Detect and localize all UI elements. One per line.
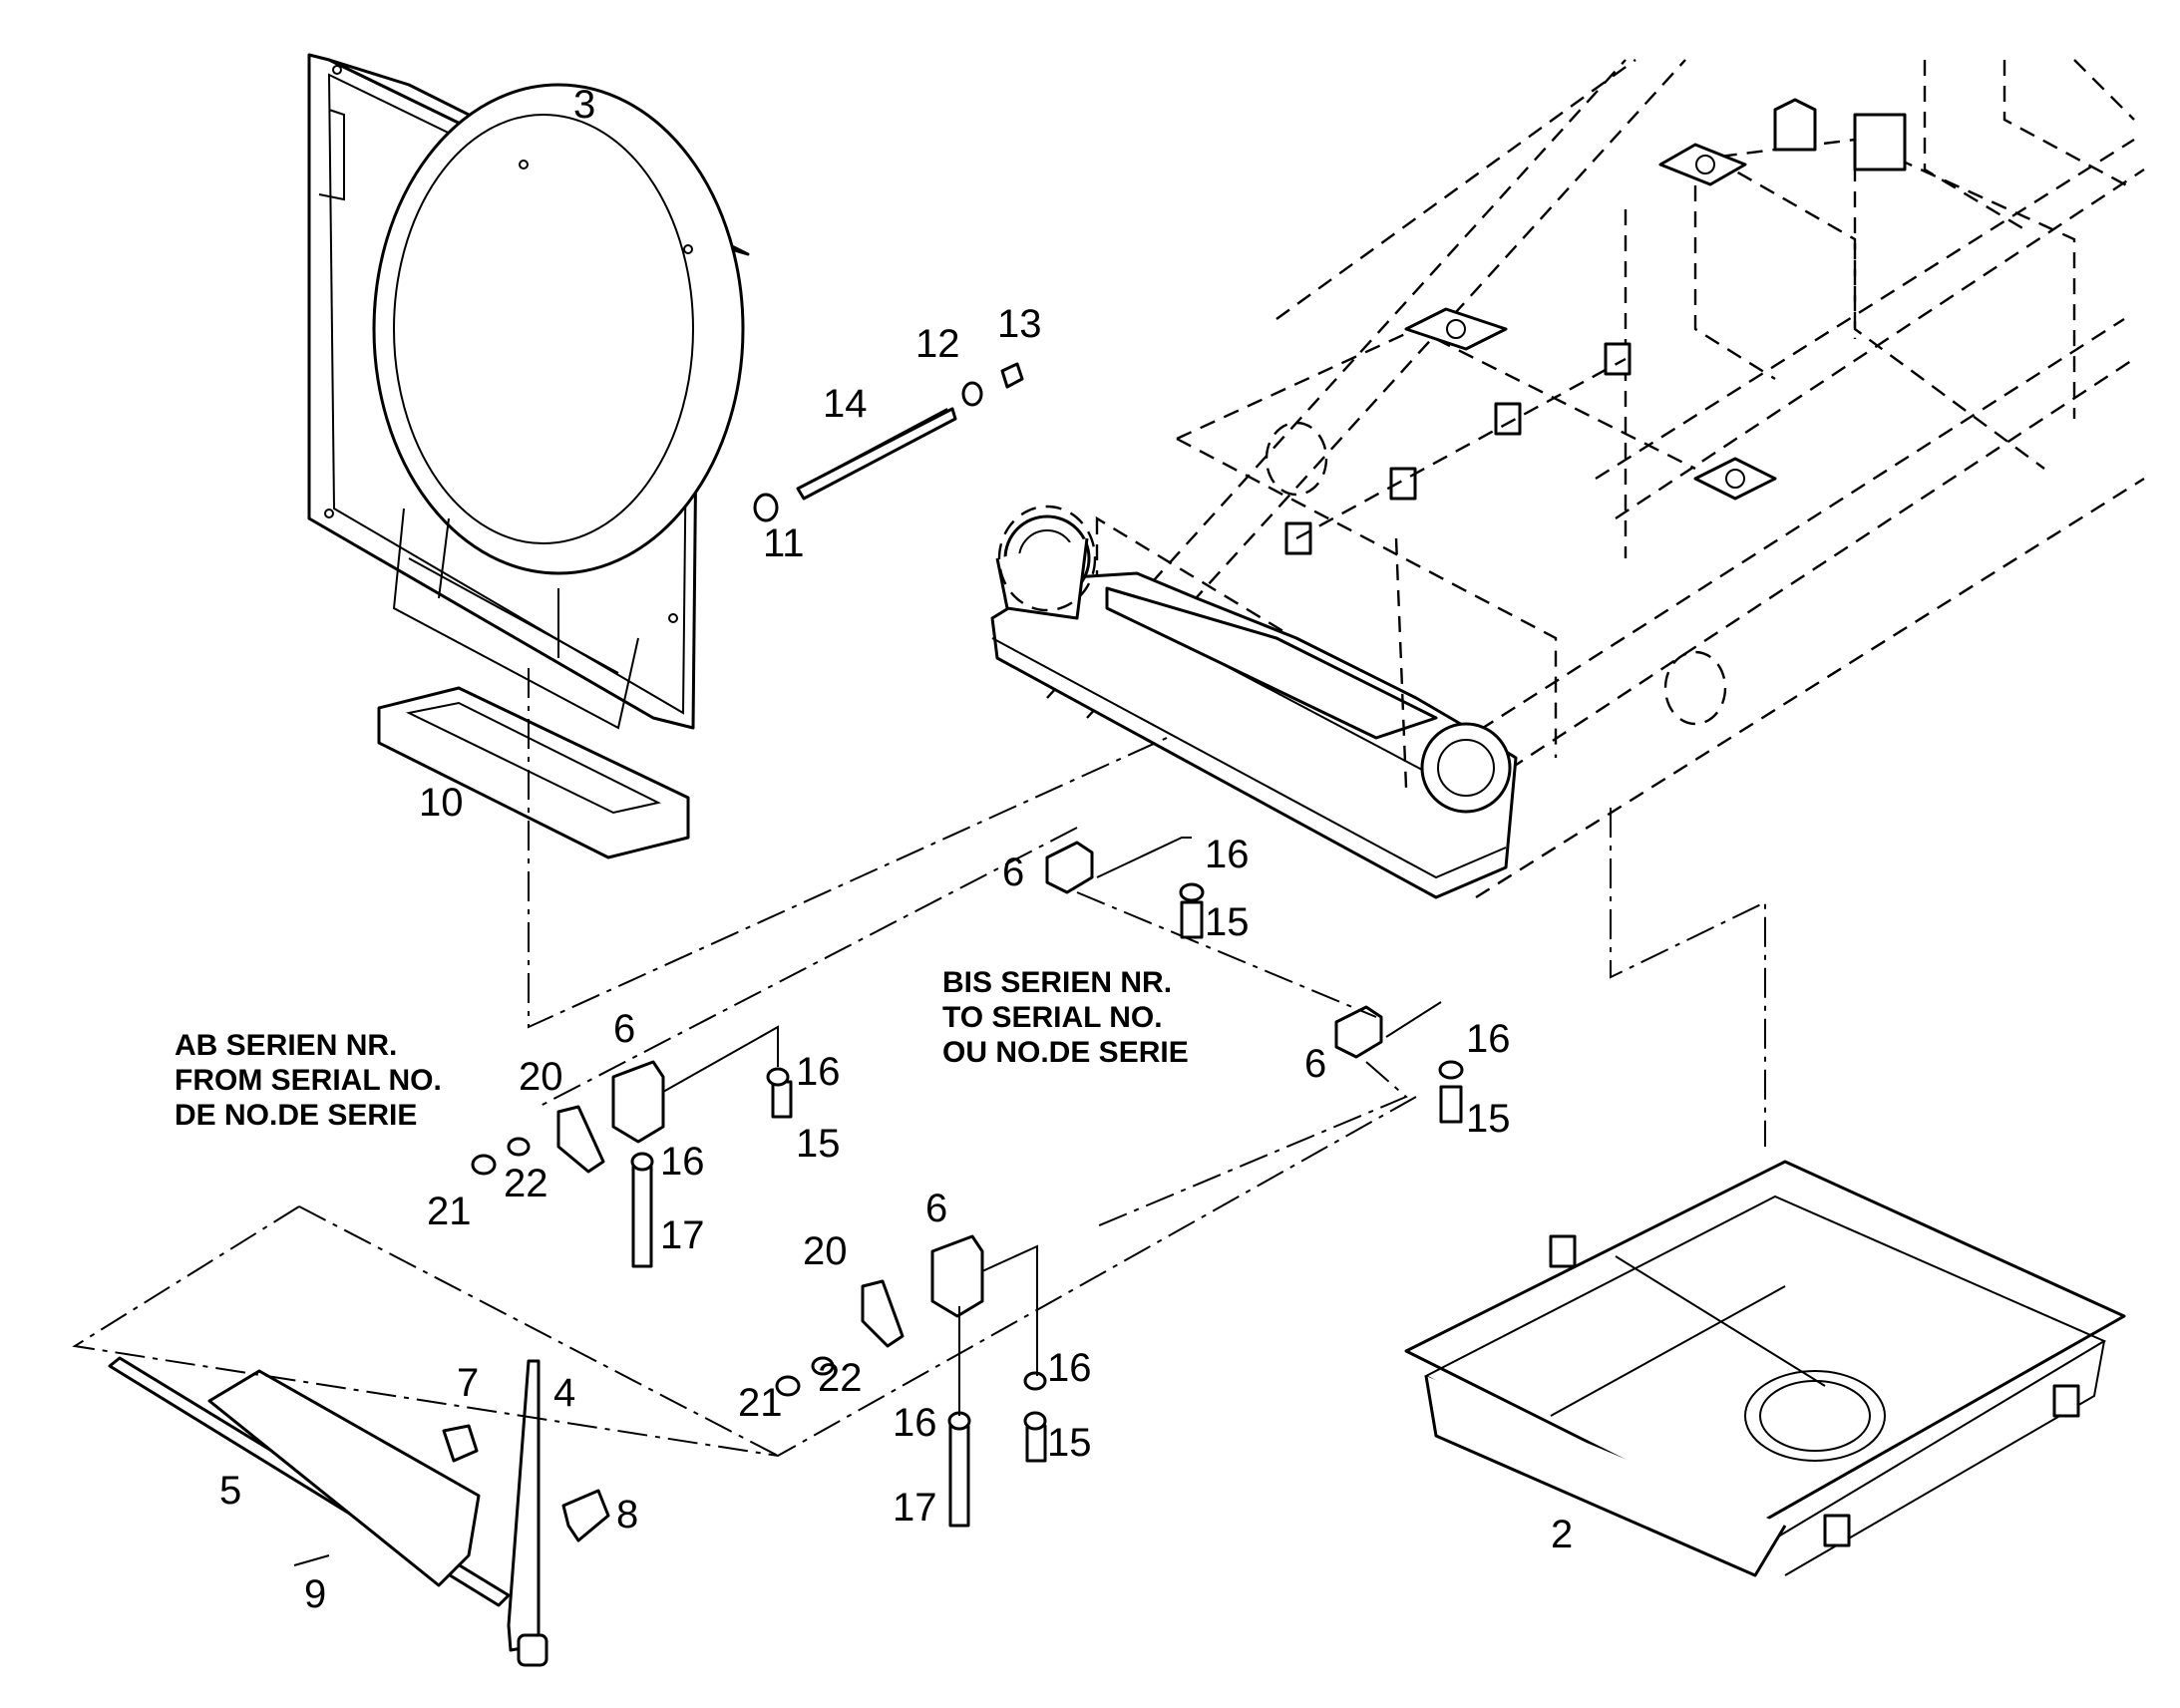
note-bis-line2: TO SERIAL NO. <box>942 1001 1163 1034</box>
callout-6-center: 6 <box>925 1187 947 1230</box>
callout-22-center: 22 <box>818 1356 863 1400</box>
callout-15-upper: 15 <box>1205 900 1250 944</box>
note-ab-line1: AB SERIEN NR. <box>175 1029 397 1062</box>
callout-21-left: 21 <box>427 1190 472 1233</box>
callout-6-right: 6 <box>1304 1042 1326 1086</box>
seal-strip <box>377 686 690 859</box>
callout-20-left: 20 <box>519 1055 563 1099</box>
callout-20-center: 20 <box>803 1229 848 1273</box>
note-bis-serien: BIS SERIEN NR. TO SERIAL NO. OU NO.DE SE… <box>942 966 1189 1069</box>
rod-and-flap <box>108 1356 610 1667</box>
callouts: 3 13 12 14 11 10 6 16 15 6 16 15 6 20 16… <box>219 83 1573 1616</box>
callout-16-right: 16 <box>1466 1017 1511 1061</box>
callout-16-upper: 16 <box>1205 833 1250 876</box>
callout-4: 4 <box>553 1371 575 1415</box>
callout-6-upper: 6 <box>1002 851 1024 894</box>
callout-16-center-a: 16 <box>1047 1346 1092 1390</box>
callout-16-center-b: 16 <box>893 1401 937 1445</box>
main-frame <box>990 59 2145 899</box>
callout-22-left: 22 <box>504 1162 548 1205</box>
callout-3: 3 <box>573 83 595 127</box>
callout-5: 5 <box>219 1469 241 1513</box>
bolt-assembly <box>753 362 1024 522</box>
bracket-group-upper <box>538 827 1464 1227</box>
callout-15-left: 15 <box>796 1122 841 1166</box>
callout-9: 9 <box>304 1572 326 1616</box>
callout-13: 13 <box>997 302 1042 346</box>
callout-14: 14 <box>823 382 868 426</box>
callout-8: 8 <box>616 1493 638 1537</box>
fan-shroud <box>307 53 750 730</box>
callout-16-left-b: 16 <box>660 1140 705 1184</box>
callout-7: 7 <box>457 1361 479 1405</box>
callout-15-center: 15 <box>1047 1421 1092 1465</box>
callout-15-right: 15 <box>1466 1097 1511 1141</box>
callout-10: 10 <box>419 781 464 825</box>
callout-17-left: 17 <box>660 1213 705 1257</box>
callout-12: 12 <box>915 322 960 366</box>
note-ab-line2: FROM SERIAL NO. <box>175 1064 442 1097</box>
callout-11: 11 <box>763 521 805 565</box>
callout-21-center: 21 <box>738 1381 783 1425</box>
callout-2: 2 <box>1551 1513 1573 1556</box>
note-ab-serien: AB SERIEN NR. FROM SERIAL NO. DE NO.DE S… <box>175 1029 442 1132</box>
note-ab-line3: DE NO.DE SERIE <box>175 1099 417 1132</box>
callout-6-left: 6 <box>613 1007 635 1051</box>
callout-16-left-a: 16 <box>796 1050 841 1094</box>
note-bis-line3: OU NO.DE SERIE <box>942 1036 1189 1069</box>
note-bis-line1: BIS SERIEN NR. <box>942 966 1172 999</box>
subframe <box>1404 1160 2126 1577</box>
bracket-group-left <box>471 1025 793 1268</box>
callout-17-center: 17 <box>893 1486 937 1530</box>
bracket-group-center <box>72 1096 1417 1528</box>
